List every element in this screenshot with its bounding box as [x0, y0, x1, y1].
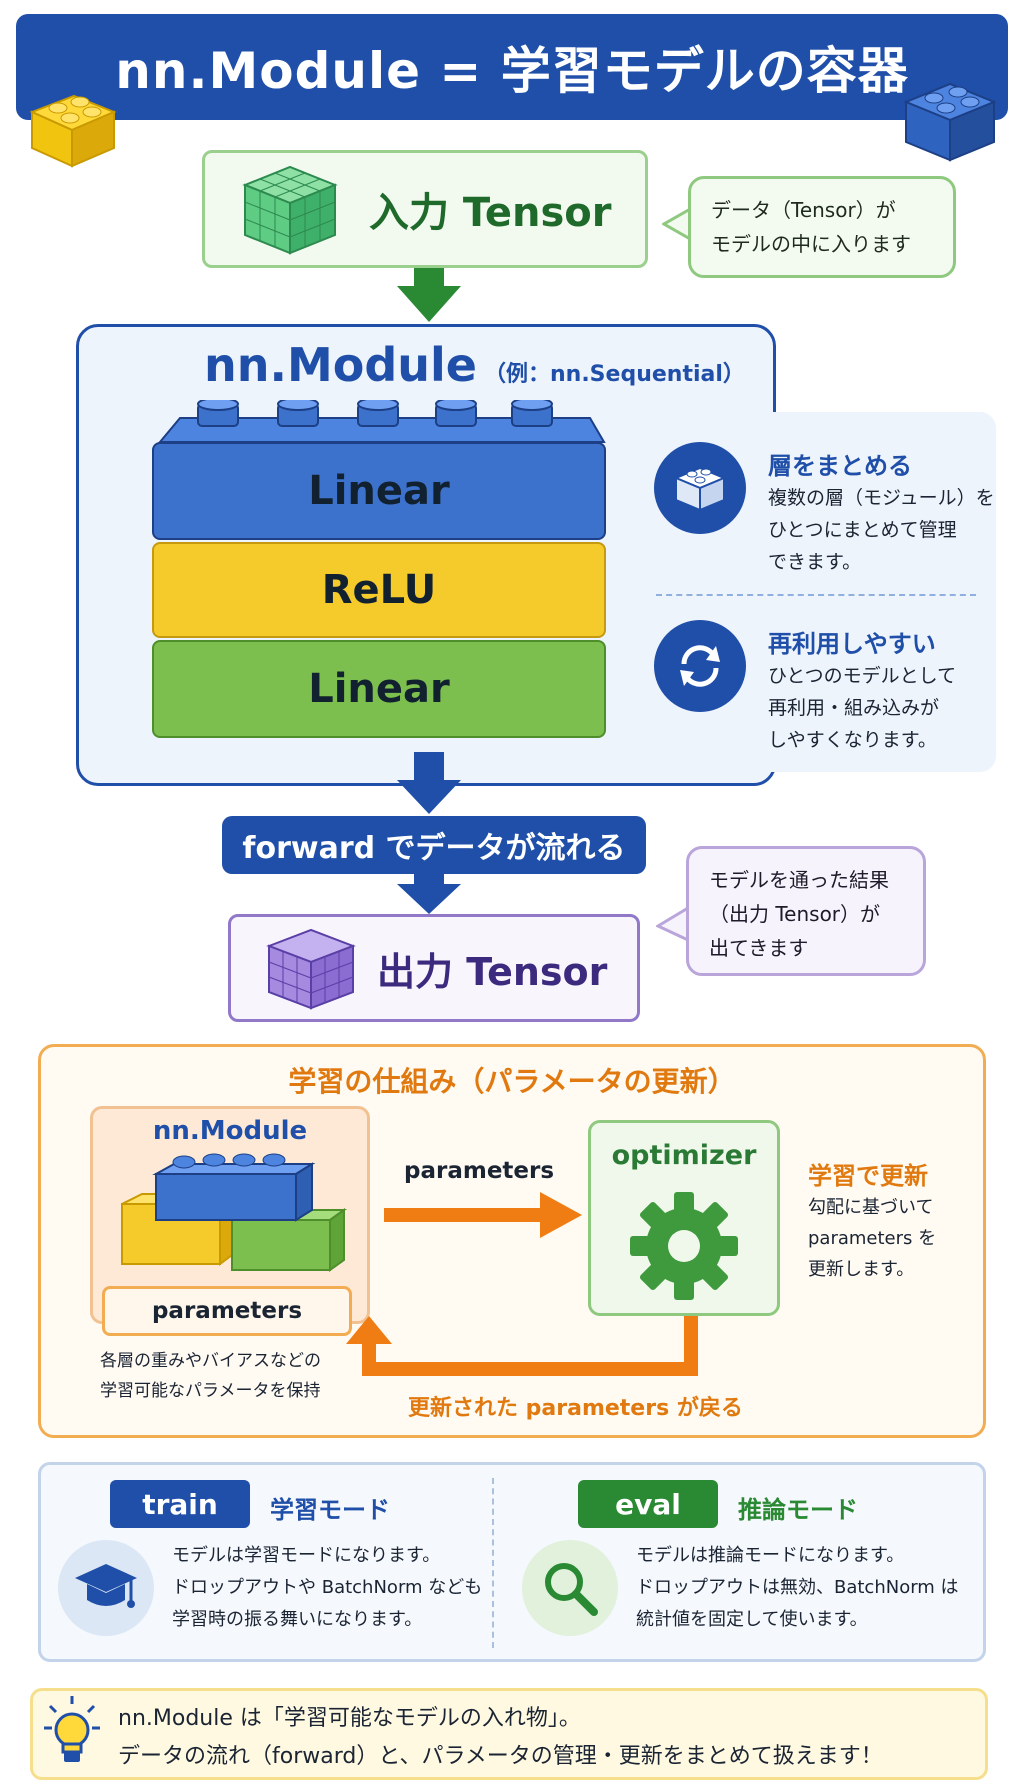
arrow-down-shaft — [414, 874, 444, 886]
eval-mode-name: 推論モード — [738, 1496, 858, 1524]
feature-line: ひとつのモデルとして — [768, 665, 957, 687]
train-desc-line: 学習時の振る舞いになります。 — [172, 1609, 423, 1630]
eval-pill-label: eval — [615, 1487, 681, 1521]
lego-studs — [157, 400, 606, 443]
input-tensor-box: 入力 Tensor — [202, 150, 648, 268]
input-note-line1: データ（Tensor）が — [711, 198, 896, 222]
layer-linear-1: Linear — [152, 442, 606, 540]
layer-label: ReLU — [321, 567, 437, 613]
train-mode-name: 学習モード — [270, 1496, 390, 1524]
return-arrow-icon — [346, 1316, 698, 1376]
gear-icon — [630, 1192, 738, 1300]
feature-line: しやすくなります。 — [768, 729, 937, 751]
arrow-down-icon — [397, 780, 461, 814]
layer-label: Linear — [308, 468, 450, 514]
modes-divider — [492, 1478, 494, 1648]
forward-label-box: forward でデータが流れる — [222, 816, 646, 874]
output-note-bubble: モデルを通った結果 （出力 Tensor）が 出てきます — [686, 846, 926, 976]
magnifier-icon — [522, 1540, 618, 1636]
output-tensor-box: 出力 Tensor — [228, 914, 640, 1022]
optimizer-label: optimizer — [611, 1140, 757, 1171]
input-tensor-label: 入力 Tensor — [369, 190, 612, 236]
yellow-brick-icon — [29, 94, 117, 168]
summary-text: nn.Module は「学習可能なモデルの入れ物」。 データの流れ（forwar… — [118, 1700, 883, 1776]
refresh-icon — [654, 620, 746, 712]
update-title: 学習で更新 — [808, 1162, 928, 1190]
train-pill-label: train — [142, 1487, 218, 1521]
params-arrow-label: parameters — [404, 1158, 555, 1184]
eval-desc-line: 統計値を固定して使います。 — [636, 1609, 868, 1630]
layer-linear-2: Linear — [152, 640, 606, 738]
update-line: parameters を — [808, 1228, 937, 1249]
feature-line: 再利用・組み込みが — [768, 697, 940, 719]
green-cube-icon — [242, 165, 338, 255]
input-note-bubble: データ（Tensor）が モデルの中に入ります — [688, 176, 956, 278]
summary-line: データの流れ（forward）と、パラメータの管理・更新をまとめて扱えます！ — [118, 1744, 883, 1769]
page-title: nn.Module = 学習モデルの容器 — [16, 14, 1008, 120]
learning-title: 学習の仕組み（パラメータの更新） — [288, 1065, 736, 1098]
feature-title-group: 層をまとめる — [768, 452, 912, 480]
arrow-down-icon — [397, 286, 461, 322]
input-note-line2: モデルの中に入ります — [711, 232, 911, 256]
output-tensor-label: 出力 Tensor — [377, 949, 608, 994]
train-mode-pill: train — [110, 1480, 250, 1528]
summary-box — [30, 1688, 988, 1780]
params-desc-line: 学習可能なパラメータを保持 — [100, 1381, 321, 1401]
graduation-cap-icon — [58, 1540, 154, 1636]
purple-cube-icon — [266, 928, 356, 1010]
blue-brick-icon — [903, 82, 997, 162]
feature-line: できます。 — [768, 551, 862, 573]
page-title-text: nn.Module = 学習モデルの容器 — [115, 42, 909, 100]
return-label: 更新された parameters が戻る — [408, 1396, 743, 1421]
stacked-bricks-icon — [121, 1153, 348, 1272]
block-stack-icon — [654, 442, 746, 534]
eval-mode-desc: モデルは推論モードになります。 ドロップアウトは無効、BatchNorm は 統… — [636, 1540, 959, 1636]
eval-mode-pill: eval — [578, 1480, 718, 1528]
mini-module-title: nn.Module — [152, 1116, 308, 1146]
train-desc-line: ドロップアウトや BatchNorm なども — [172, 1577, 483, 1598]
update-line: 勾配に基づいて — [808, 1197, 934, 1218]
lightbulb-icon — [44, 1696, 100, 1762]
feature-divider — [656, 594, 976, 596]
update-line: 更新します。 — [808, 1259, 915, 1280]
output-note-line3: 出てきます — [709, 936, 809, 960]
params-desc-line: 各層の重みやバイアスなどの — [100, 1351, 321, 1371]
arrow-down-shaft — [414, 268, 444, 288]
module-title: nn.Module — [204, 338, 477, 392]
layer-label: Linear — [308, 666, 450, 712]
bubble-tail — [656, 905, 690, 943]
forward-label: forward でデータが流れる — [242, 831, 626, 866]
output-note-line1: モデルを通った結果 — [709, 868, 889, 892]
eval-desc-line: モデルは推論モードになります。 — [636, 1545, 905, 1566]
update-description: 勾配に基づいて parameters を 更新します。 — [808, 1192, 936, 1285]
eval-desc-line: ドロップアウトは無効、BatchNorm は — [636, 1577, 959, 1598]
feature-line: ひとつにまとめて管理 — [768, 519, 957, 541]
train-mode-desc: モデルは学習モードになります。 ドロップアウトや BatchNorm なども 学… — [172, 1540, 482, 1636]
arrow-down-icon — [397, 884, 461, 914]
feature-line: 複数の層（モジュール）を — [768, 487, 995, 509]
feature-title-reuse: 再利用しやすい — [768, 630, 936, 658]
feature-desc-group: 複数の層（モジュール）を ひとつにまとめて管理 できます。 — [768, 482, 995, 578]
params-pill: parameters — [102, 1286, 352, 1336]
feature-desc-reuse: ひとつのモデルとして 再利用・組み込みが しやすくなります。 — [768, 660, 956, 756]
module-subtitle: （例：nn.Sequential） — [484, 362, 745, 387]
train-desc-line: モデルは学習モードになります。 — [172, 1545, 441, 1566]
layer-relu: ReLU — [152, 542, 606, 638]
arrow-down-shaft — [414, 752, 444, 782]
params-arrow-icon — [384, 1192, 582, 1238]
summary-line: nn.Module は「学習可能なモデルの入れ物」。 — [118, 1706, 581, 1731]
output-note-line2: （出力 Tensor）が — [709, 902, 881, 926]
params-pill-label: parameters — [151, 1298, 303, 1324]
params-description: 各層の重みやバイアスなどの 学習可能なパラメータを保持 — [100, 1346, 321, 1406]
